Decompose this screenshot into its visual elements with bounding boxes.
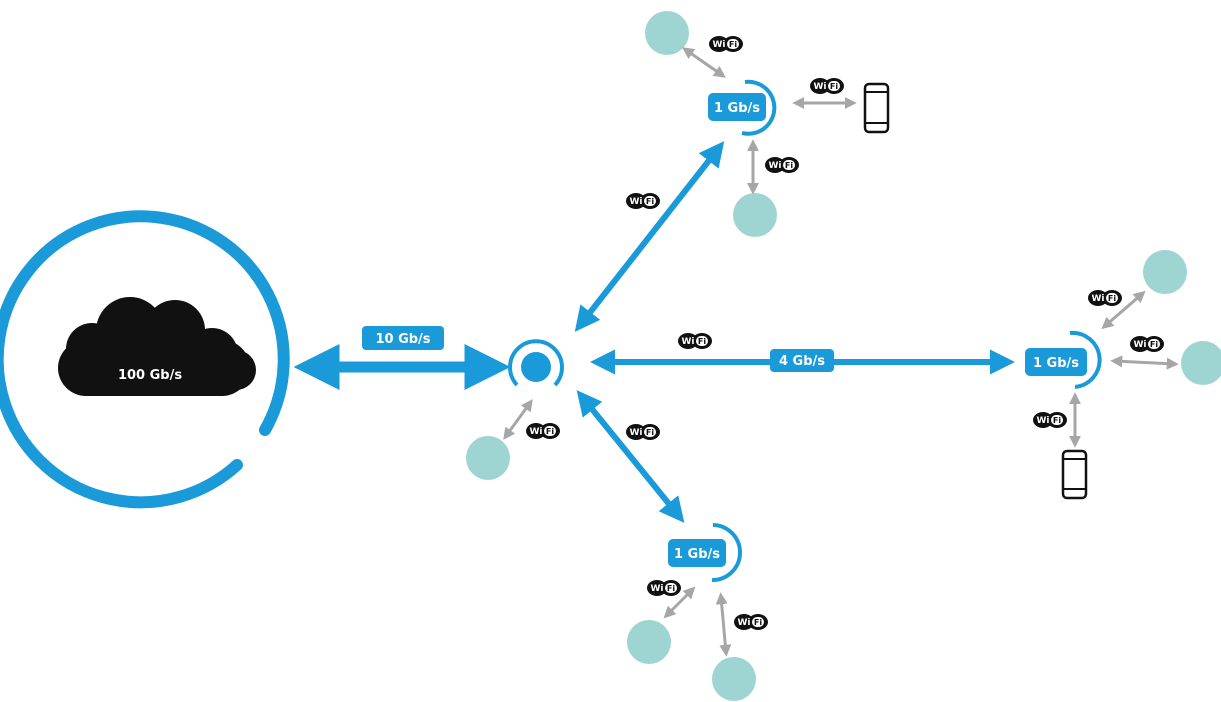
svg-text:Fi: Fi [830,82,838,91]
svg-text:Wi: Wi [629,428,642,438]
router-icon [711,523,742,583]
backhaul-speed-badge [362,326,444,350]
node-right-label: 1 Gb/s [1033,356,1079,371]
svg-text:Wi: Wi [813,82,826,92]
smartphone-icon [1061,449,1088,500]
node-right-badge [1025,348,1087,376]
wifi-link [503,399,533,440]
svg-text:Wi: Wi [737,618,750,628]
mesh-right-speed-label: 4 Gb/s [779,354,825,369]
wifi-icon: Wi Fi [526,423,560,439]
mesh-right-speed-badge [770,349,834,372]
svg-text:Wi: Wi [629,197,642,207]
svg-text:Fi: Fi [667,584,675,593]
router-icon [741,79,777,136]
svg-text:Wi: Wi [712,40,725,50]
wifi-icon: Wi Fi [765,157,799,173]
svg-text:Fi: Fi [785,161,793,170]
svg-text:Fi: Fi [646,197,654,206]
client-device-icon [712,657,756,701]
cloud-label: 100 Gb/s [118,368,182,383]
client-device-icon [733,193,777,237]
wifi-link [1110,355,1179,370]
node-bottom-label: 1 Gb/s [674,547,720,562]
svg-text:Fi: Fi [546,427,554,436]
svg-text:Wi: Wi [650,584,663,594]
svg-text:Wi: Wi [768,161,781,171]
node-bottom-badge [668,539,726,567]
svg-text:Fi: Fi [754,618,762,627]
mesh-link-bottom [576,390,685,523]
svg-text:Fi: Fi [1150,340,1158,349]
wifi-link [715,592,732,657]
wifi-icon: Wi Fi [1088,290,1122,306]
svg-text:Wi: Wi [529,427,542,437]
svg-text:Fi: Fi [1108,294,1116,303]
client-device-icon [627,620,671,664]
wifi-link [663,586,696,619]
wifi-link [682,47,726,78]
wifi-icon: Wi Fi [647,580,681,596]
wifi-links [503,47,1179,657]
wifi-icon: Wi Fi [1130,336,1164,352]
svg-text:Wi: Wi [681,337,694,347]
backhaul-speed-label: 10 Gb/s [375,332,430,347]
cloud-icon [58,297,256,396]
svg-text:Fi: Fi [1053,416,1061,425]
wifi-icon: Wi Fi [626,424,660,440]
wifi-icon: Wi Fi [734,614,768,630]
wifi-icon: Wi Fi [810,78,844,94]
svg-text:Fi: Fi [646,428,654,437]
node-top-label: 1 Gb/s [714,101,760,116]
smartphone-icon [863,82,890,134]
client-device-icon [1181,341,1221,385]
router-icon [1069,330,1102,389]
wifi-icon: Wi Fi [709,36,743,52]
wifi-icon: Wi Fi [678,333,712,349]
router-icon [508,339,564,387]
svg-text:Wi: Wi [1091,294,1104,304]
core-ring [0,210,290,509]
svg-text:Wi: Wi [1133,340,1146,350]
wifi-link [1101,290,1146,330]
wifi-icon: Wi Fi [626,193,660,209]
client-device-icon [1143,250,1187,294]
svg-text:Wi: Wi [1036,416,1049,426]
node-top-badge [708,93,766,121]
svg-text:Fi: Fi [698,337,706,346]
mesh-link-top [574,141,725,332]
client-device-icon [466,436,510,480]
wifi-icon: Wi Fi [1033,412,1067,428]
svg-text:Fi: Fi [729,40,737,49]
client-device-icon [645,11,689,55]
